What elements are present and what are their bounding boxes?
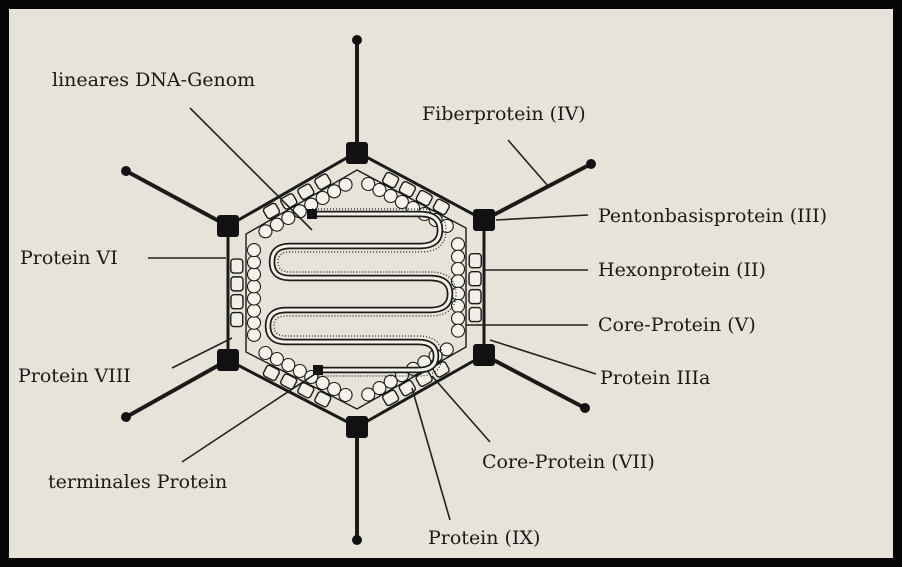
- core-protein-subunit: [282, 212, 295, 225]
- core-protein-subunit: [452, 312, 465, 325]
- label-core-protein-v: Core-Protein (V): [598, 314, 756, 336]
- core-protein-subunit: [248, 292, 261, 305]
- core-protein-subunit: [452, 324, 465, 337]
- core-protein-subunit: [248, 304, 261, 317]
- leader-penton-base: [496, 215, 588, 220]
- fiber-lower-left: [128, 360, 228, 416]
- core-protein-subunit: [316, 192, 329, 205]
- hexon-subunit: [469, 272, 481, 286]
- core-protein-subunit: [293, 205, 306, 218]
- core-protein-subunit: [248, 244, 261, 257]
- fiber-knob-upper-left: [121, 166, 131, 176]
- penton-base-upper-left: [217, 215, 239, 237]
- penton-base-lower-left: [217, 349, 239, 371]
- fiber-knob-lower-left: [121, 412, 131, 422]
- fiber-knob-bottom: [352, 535, 362, 545]
- core-protein-subunit: [452, 263, 465, 276]
- core-protein-subunit: [248, 256, 261, 269]
- core-protein-subunit: [452, 287, 465, 300]
- label-dna-genome: lineares DNA-Genom: [52, 69, 255, 91]
- fiber-knob-lower-right: [580, 403, 590, 413]
- hexon-subunit: [469, 308, 481, 322]
- terminal-protein-top: [307, 209, 317, 219]
- hexon-subunit: [231, 259, 243, 273]
- label-penton-base: Pentonbasisprotein (III): [598, 205, 827, 227]
- leader-protein-ix: [412, 388, 450, 520]
- fiber-knob-top: [352, 35, 362, 45]
- leader-protein-iiia: [490, 340, 596, 374]
- core-protein-subunit: [362, 388, 375, 401]
- fiber-lower-right: [484, 355, 583, 407]
- fiber-knob-upper-right: [586, 159, 596, 169]
- dna-strand-dots: [274, 209, 456, 376]
- hexon-subunit: [469, 290, 481, 304]
- capsid-outline: [228, 152, 484, 427]
- leader-core-vii: [432, 376, 490, 442]
- core-protein-subunit: [248, 316, 261, 329]
- core-protein-subunit: [270, 218, 283, 231]
- core-protein-subunit: [452, 250, 465, 263]
- core-protein-subunit: [452, 300, 465, 313]
- penton-base-top: [346, 142, 368, 164]
- leader-terminal-protein: [182, 372, 318, 462]
- penton-base-bottom: [346, 416, 368, 438]
- fiber-upper-left: [128, 172, 228, 226]
- core-protein-subunit: [339, 178, 352, 191]
- label-hexon: Hexonprotein (II): [598, 259, 766, 281]
- penton-base-upper-right: [473, 209, 495, 231]
- leader-fiber: [508, 140, 548, 186]
- label-protein-ix: Protein (IX): [428, 527, 540, 549]
- core-protein-subunit: [328, 185, 341, 198]
- penton-base-lower-right: [473, 344, 495, 366]
- label-protein-vi: Protein VI: [20, 247, 118, 269]
- dna-genome: [268, 209, 456, 376]
- label-protein-iiia: Protein IIIa: [600, 367, 710, 389]
- hexon-subunit: [231, 313, 243, 327]
- core-protein-subunit: [248, 280, 261, 293]
- dna-strand: [268, 214, 450, 370]
- label-fiber-protein: Fiberprotein (IV): [422, 103, 586, 125]
- hexon-subunit: [231, 277, 243, 291]
- core-protein-subunit: [259, 347, 272, 360]
- label-terminal-protein: terminales Protein: [48, 471, 227, 493]
- core-protein-subunit: [452, 238, 465, 251]
- label-core-protein-vii: Core-Protein (VII): [482, 451, 655, 473]
- hexon-subunit: [231, 295, 243, 309]
- dna-strand-inner: [268, 214, 450, 370]
- hexon-subunit: [469, 254, 481, 268]
- core-protein-subunit: [248, 268, 261, 281]
- core-protein-subunit: [259, 225, 272, 238]
- label-protein-viii: Protein VIII: [18, 365, 131, 387]
- core-protein-subunit: [248, 328, 261, 341]
